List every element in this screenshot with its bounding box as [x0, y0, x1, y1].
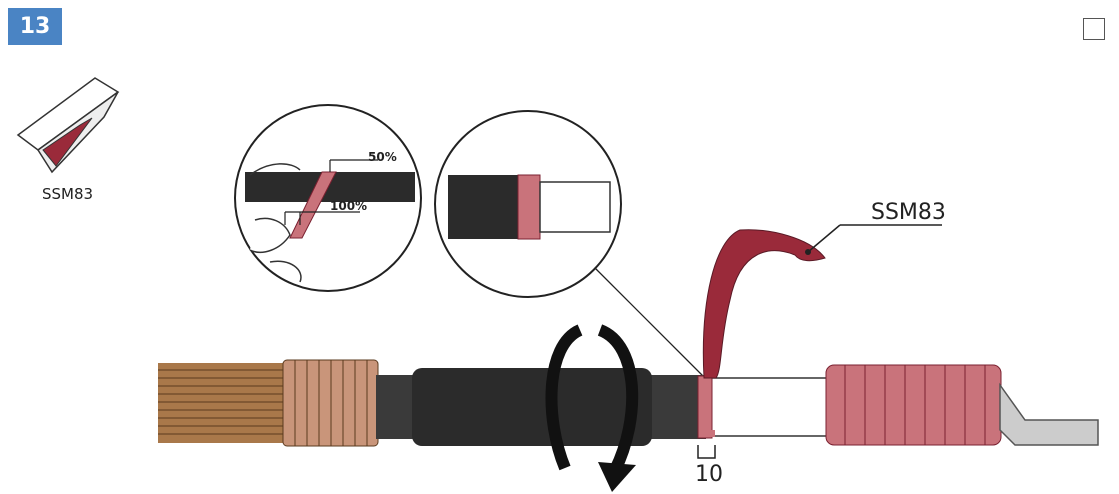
tape-end-detail-circle [434, 110, 706, 379]
material-code-label: SSM83 [42, 185, 94, 203]
main-cable [158, 229, 1099, 447]
overlap-50-label: 50% [368, 150, 397, 164]
rotation-arrow-icon [545, 324, 639, 492]
step-number-badge: 13 [8, 8, 62, 45]
overlap-detail-circle [234, 104, 422, 292]
tape-material-icon [16, 77, 120, 174]
tape-callout-label: SSM83 [871, 200, 946, 225]
dimension-value-label: 10 [695, 462, 723, 487]
overlap-100-label: 100% [330, 199, 368, 213]
dimension-bracket [697, 445, 716, 459]
tape-callout-leader [807, 224, 841, 253]
step-complete-checkbox[interactable] [1083, 18, 1105, 40]
